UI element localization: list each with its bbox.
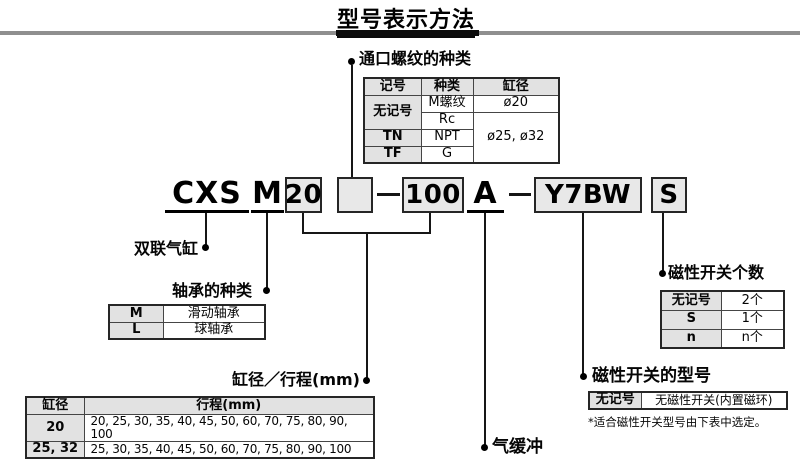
bearing-table: M 滑动轴承 L 球轴承 — [108, 304, 266, 340]
table-cell: 无记号 — [588, 391, 642, 410]
switch-qty-leader-line — [662, 213, 664, 273]
bore-stroke-leader-line — [366, 234, 368, 379]
model-bore-code-box: 20 — [285, 177, 322, 213]
cushion-bullet — [481, 444, 488, 451]
bore-stroke-label: 缸径／行程(mm) — [232, 370, 360, 389]
port-thread-label: 通口螺纹的种类 — [359, 49, 472, 68]
bearing-leader-line — [266, 213, 268, 290]
stroke-leader-line — [429, 213, 431, 234]
table-cell: 滑动轴承 — [162, 304, 266, 323]
model-stroke-code-box: 100 — [402, 177, 464, 213]
series-bullet — [202, 244, 209, 251]
table-cell: ø25, ø32 — [472, 111, 560, 164]
bracket-line — [302, 232, 431, 234]
switch-model-bullet — [580, 373, 587, 380]
table-header-cell: 缸径 — [25, 396, 85, 415]
switch-qty-label: 磁性开关个数 — [668, 263, 765, 282]
model-series-code: CXS — [165, 177, 249, 213]
table-header-cell: 种类 — [420, 77, 474, 96]
table-cell: TN — [363, 128, 422, 147]
model-switch-code-box: Y7BW — [534, 177, 642, 213]
air-cushion-label: 气缓冲 — [492, 437, 543, 457]
switch-model-label: 磁性开关的型号 — [592, 366, 711, 386]
table-cell: 无记号 — [363, 94, 422, 130]
table-header-cell: 缸径 — [472, 77, 560, 96]
table-cell: 20, 25, 30, 35, 40, 45, 50, 60, 70, 75, … — [83, 413, 375, 442]
cushion-leader-line — [484, 213, 486, 447]
port-thread-bullet — [348, 58, 355, 65]
table-cell: L — [108, 321, 164, 340]
model-cushion-code: A — [467, 177, 504, 213]
bore-stroke-table: 缸径 行程(mm) 20 20, 25, 30, 35, 40, 45, 50,… — [25, 396, 375, 460]
bearing-type-label: 轴承的种类 — [172, 281, 253, 300]
page-title: 型号表示方法 — [337, 2, 476, 38]
table-cell: 无磁性开关(内置磁环) — [640, 391, 788, 410]
switch-model-table: 无记号 无磁性开关(内置磁环) — [588, 391, 788, 410]
model-bearing-code: M — [251, 176, 284, 213]
table-cell: 25, 32 — [25, 440, 85, 459]
switch-note: *适合磁性开关型号由下表中选定。 — [588, 415, 767, 429]
title-rule-black — [336, 30, 479, 36]
dash-separator — [377, 193, 400, 196]
switch-qty-bullet — [659, 270, 666, 277]
series-leader-line — [205, 213, 207, 247]
table-cell: 25, 30, 35, 40, 45, 50, 60, 70, 75, 80, … — [83, 440, 375, 459]
port-thread-table: 记号 种类 缸径 无记号 M螺纹 ø20 Rc ø25, ø32 TN NPT … — [363, 77, 560, 164]
table-cell: NPT — [420, 128, 474, 147]
table-cell: 1个 — [720, 309, 785, 330]
table-cell: n — [660, 328, 722, 349]
switch-model-leader-line — [582, 213, 584, 376]
table-cell: 无记号 — [660, 290, 722, 311]
dash-separator — [509, 193, 531, 196]
table-cell: S — [660, 309, 722, 330]
switch-qty-table: 无记号 2个 S 1个 n n个 — [660, 290, 785, 349]
table-cell: 20 — [25, 413, 85, 442]
table-cell: M — [108, 304, 164, 323]
table-header-cell: 行程(mm) — [83, 396, 375, 415]
dual-cylinder-label: 双联气缸 — [134, 239, 199, 258]
bearing-bullet — [263, 287, 270, 294]
table-cell: G — [420, 145, 474, 164]
table-cell: Rc — [420, 111, 474, 130]
table-cell: ø20 — [472, 94, 560, 113]
table-cell: 2个 — [720, 290, 785, 311]
table-cell: M螺纹 — [420, 94, 474, 113]
model-switch-qty-code-box: S — [651, 177, 687, 213]
port-thread-leader-line — [351, 65, 353, 177]
table-header-cell: 记号 — [363, 77, 422, 96]
table-cell: TF — [363, 145, 422, 164]
bore-stroke-bullet — [363, 377, 370, 384]
table-cell: 球轴承 — [162, 321, 266, 340]
table-cell: n个 — [720, 328, 785, 349]
model-thread-code-box — [337, 177, 373, 213]
bore-leader-line — [302, 213, 304, 234]
